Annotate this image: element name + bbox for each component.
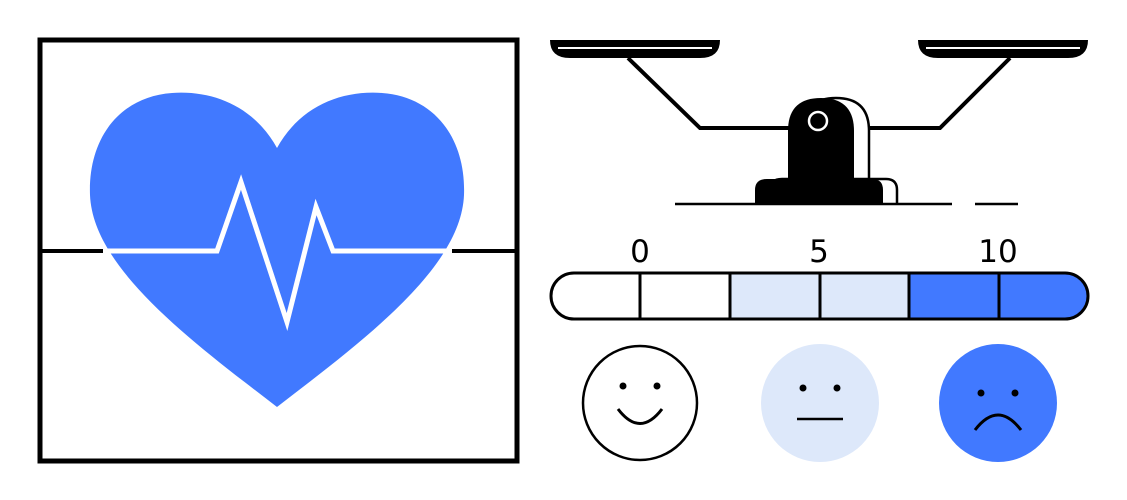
sad-face-icon	[939, 344, 1057, 462]
balance-scale-icon	[550, 40, 1088, 206]
heartbeat-line-icon	[103, 174, 452, 331]
scale-label-5: 5	[809, 234, 829, 270]
left-arm	[626, 56, 790, 130]
smiley-face-icon	[581, 344, 699, 462]
scale-label-0: 0	[630, 234, 650, 270]
neutral-face-icon	[761, 344, 879, 462]
rating-bar	[549, 271, 1090, 321]
scale-pillar	[788, 98, 854, 180]
right-arm	[836, 56, 1012, 130]
rating-bar-outline	[549, 271, 1090, 321]
pivot	[807, 110, 829, 132]
scale-base	[755, 179, 883, 205]
heart-icon	[89, 92, 465, 408]
heart-monitor	[37, 37, 520, 464]
scale-label-10: 10	[978, 234, 1017, 270]
